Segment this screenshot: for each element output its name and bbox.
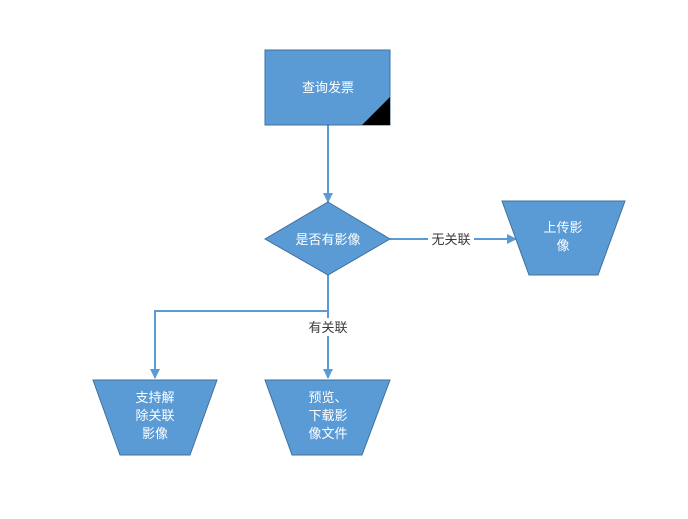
preview-download-label-line1: 预览、 — [308, 390, 347, 406]
query-invoice-label: 查询发票 — [302, 80, 354, 96]
node-preview-download[interactable]: 预览、 下载影 像文件 — [264, 379, 391, 456]
no-link-label-bg — [428, 230, 474, 248]
unlink-image-trapezoid — [92, 379, 218, 456]
has-link-label-bg — [305, 318, 351, 336]
node-query-invoice[interactable]: 查询发票 — [264, 49, 391, 126]
node-unlink-image[interactable]: 支持解 除关联 影像 — [92, 379, 218, 456]
edge-labels: 无关联 有关联 — [305, 230, 474, 336]
preview-download-label-line2: 下载影 — [308, 409, 347, 424]
upload-image-label-line2: 像 — [556, 239, 569, 254]
upload-image-label-line1: 上传影 — [543, 221, 582, 236]
node-upload-image[interactable]: 上传影 像 — [501, 200, 626, 276]
preview-download-label-line3: 像文件 — [308, 427, 347, 442]
query-invoice-box — [264, 49, 391, 126]
unlink-image-label-line2: 除关联 — [135, 409, 174, 424]
decision-label: 是否有影像 — [295, 233, 360, 248]
edge-label-no-link: 无关联 — [431, 233, 470, 248]
unlink-image-label-line1: 支持解 — [135, 391, 174, 406]
edge-label-has-link: 有关联 — [308, 321, 347, 336]
decision-diamond — [264, 201, 391, 276]
node-has-image-decision[interactable]: 是否有影像 — [264, 201, 391, 276]
preview-download-trapezoid — [264, 379, 391, 456]
unlink-image-label-line3: 影像 — [142, 427, 168, 442]
page-corner-icon — [362, 97, 390, 125]
edge-decision-to-unlink — [150, 275, 329, 379]
upload-image-trapezoid — [501, 200, 626, 276]
